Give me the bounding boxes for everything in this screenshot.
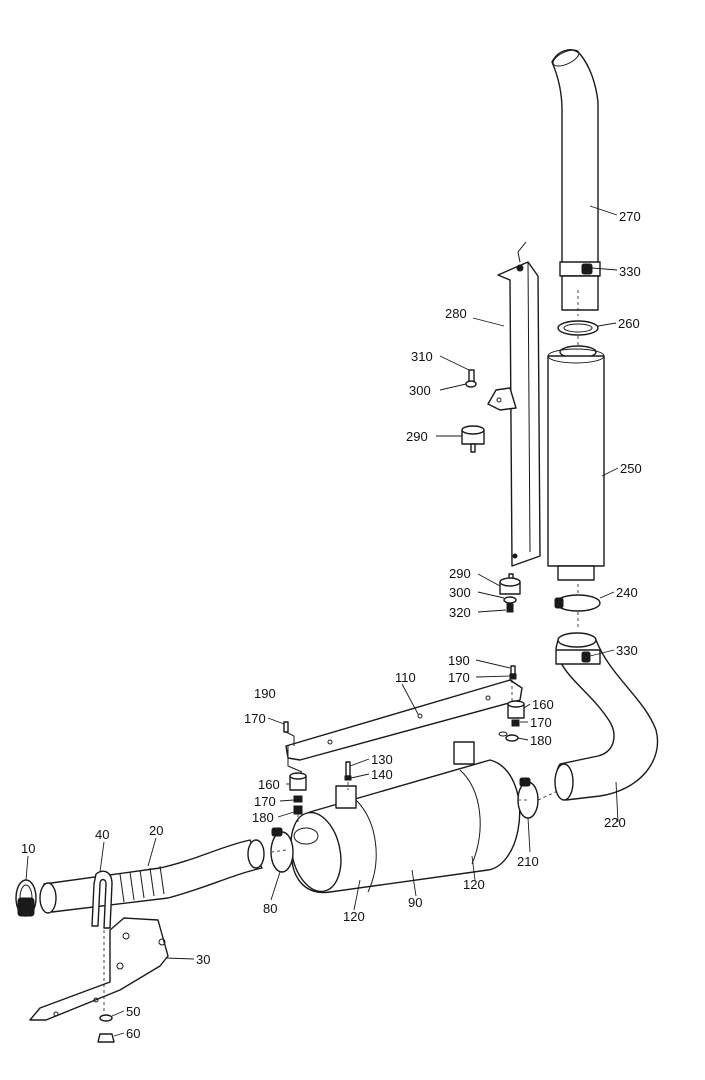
callout-170-right-lower: 170: [530, 715, 552, 730]
part-250-tube: [547, 345, 605, 581]
callout-310: 310: [411, 349, 433, 364]
callout-300-upper: 300: [409, 383, 431, 398]
callout-280: 280: [445, 306, 467, 321]
callout-270: 270: [619, 209, 641, 224]
leader-lines: [25, 205, 619, 1037]
callout-190-left: 190: [254, 686, 276, 701]
callout-110: 110: [395, 670, 416, 685]
callout-labels: 270 330 260 280 310 300 290 250 290 300 …: [21, 209, 642, 1041]
hardware-160-170-180-left: [289, 772, 307, 815]
callout-160-left: 160: [258, 777, 280, 792]
part-10-clamp: [15, 879, 37, 917]
hardware-160-170-180-right: [498, 700, 525, 742]
part-240-clamp: [554, 594, 601, 612]
callout-10: 10: [21, 841, 35, 856]
callout-160-right: 160: [532, 697, 554, 712]
callout-140: 140: [371, 767, 393, 782]
callout-50: 50: [126, 1004, 140, 1019]
part-330-upper-clamp: [559, 261, 601, 311]
callout-40: 40: [95, 827, 109, 842]
callout-170-right: 170: [448, 670, 470, 685]
part-260-ring: [557, 320, 599, 336]
callout-120-right: 120: [463, 877, 485, 892]
callout-330-lower: 330: [616, 643, 638, 658]
callout-130: 130: [371, 752, 393, 767]
callout-170-left-lower: 170: [254, 794, 276, 809]
part-270-stack-pipe: [551, 49, 599, 269]
callout-260: 260: [618, 316, 640, 331]
part-290-upper-mount: [461, 425, 485, 453]
callout-320: 320: [449, 605, 471, 620]
callout-60: 60: [126, 1026, 140, 1041]
callout-30: 30: [196, 952, 210, 967]
part-220-elbow-pipe: [554, 632, 659, 801]
callout-330-upper: 330: [619, 264, 641, 279]
callout-220: 220: [604, 815, 626, 830]
callout-170-left: 170: [244, 711, 266, 726]
part-30-lower-bracket: [29, 917, 169, 1021]
callout-210: 210: [517, 854, 539, 869]
callout-20: 20: [149, 823, 163, 838]
part-290-lower-mount: [499, 573, 521, 613]
callout-250: 250: [620, 461, 642, 476]
callout-180-left: 180: [252, 810, 274, 825]
callout-120-left: 120: [343, 909, 365, 924]
callout-290-lower: 290: [449, 566, 471, 581]
hardware-190-170-left: [283, 721, 295, 746]
hardware-190-170-right: [509, 665, 517, 680]
hardware-130-140: [344, 761, 352, 781]
callout-240: 240: [616, 585, 638, 600]
callout-300-lower: 300: [449, 585, 471, 600]
part-40-u-bolt: [91, 870, 113, 929]
part-90-muffler: [290, 741, 521, 894]
part-80-clamp: [270, 827, 294, 873]
assembly-axis-lines: [103, 290, 579, 1012]
callout-90: 90: [408, 895, 422, 910]
part-280-bracket: [487, 241, 541, 567]
part-210-clamp: [517, 777, 539, 819]
part-110-cross-bracket: [285, 679, 523, 773]
callout-80: 80: [263, 901, 277, 916]
callout-190-right: 190: [448, 653, 470, 668]
part-50-washer: [99, 1014, 113, 1022]
callout-180-right: 180: [530, 733, 552, 748]
part-60-nut: [97, 1033, 115, 1043]
callout-290-upper: 290: [406, 429, 428, 444]
part-310-bolt: [465, 369, 477, 388]
